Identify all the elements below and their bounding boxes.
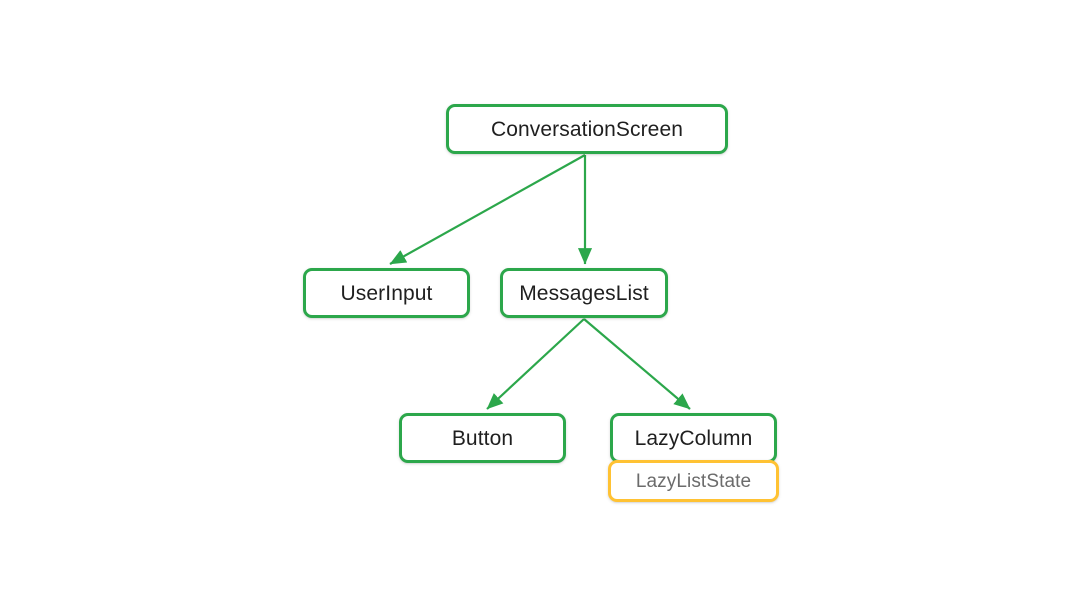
node-lazyliststate[interactable]: LazyListState (608, 460, 779, 502)
edge-messageslist-to-button (486, 318, 585, 410)
node-label: ConversationScreen (490, 117, 684, 141)
node-label: MessagesList (519, 281, 649, 305)
edge-messageslist-to-lazycolumn (583, 318, 691, 410)
node-userinput[interactable]: UserInput (303, 268, 470, 318)
node-messageslist[interactable]: MessagesList (500, 268, 668, 318)
node-label: LazyListState (635, 470, 752, 492)
node-label: UserInput (340, 281, 433, 305)
node-conversationscreen[interactable]: ConversationScreen (446, 104, 728, 154)
node-label: Button (451, 426, 514, 450)
node-lazycolumn[interactable]: LazyColumn (610, 413, 777, 463)
node-label: LazyColumn (634, 426, 753, 450)
node-button[interactable]: Button (399, 413, 566, 463)
edge-conversationscreen-to-userinput (389, 154, 586, 265)
